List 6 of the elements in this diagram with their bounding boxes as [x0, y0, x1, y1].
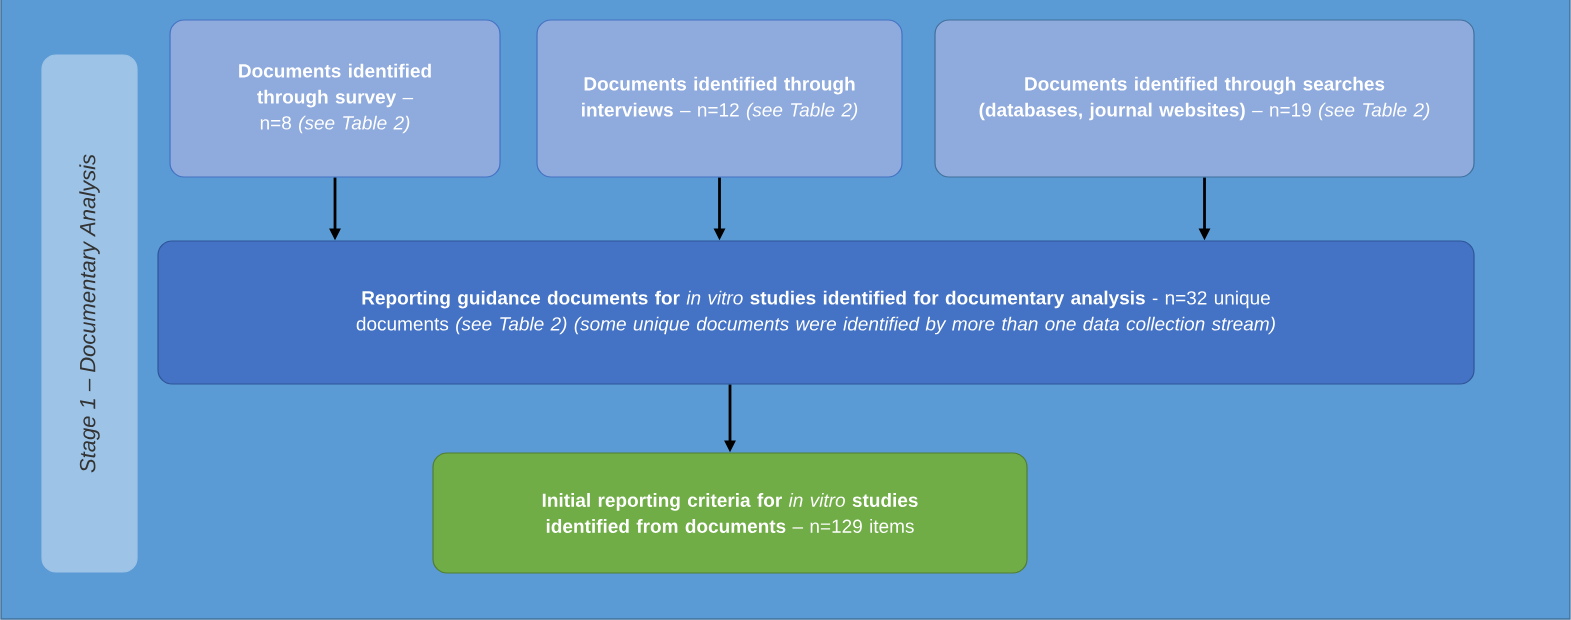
result-box: Initial reporting criteria for in vitro studies identified from documents – n=129 items [432, 452, 1028, 574]
source-box: Documents identified through searches (databases, journal websites) – n=19 (see Table 2) [934, 19, 1475, 178]
source-box: Documents identified through interviews – n=12 (see Table 2) [536, 19, 903, 178]
source-box: Documents identified through survey – n=8 (see Table 2) [169, 19, 501, 178]
stage-band: Stage 1 – Documentary Analysis [41, 54, 138, 573]
process-box: Reporting guidance documents for in vitro studies identified for documentary analysis - n=32 unique documents (see Table 2) (some unique documents were identified by more than one data collection stream) [157, 240, 1475, 385]
